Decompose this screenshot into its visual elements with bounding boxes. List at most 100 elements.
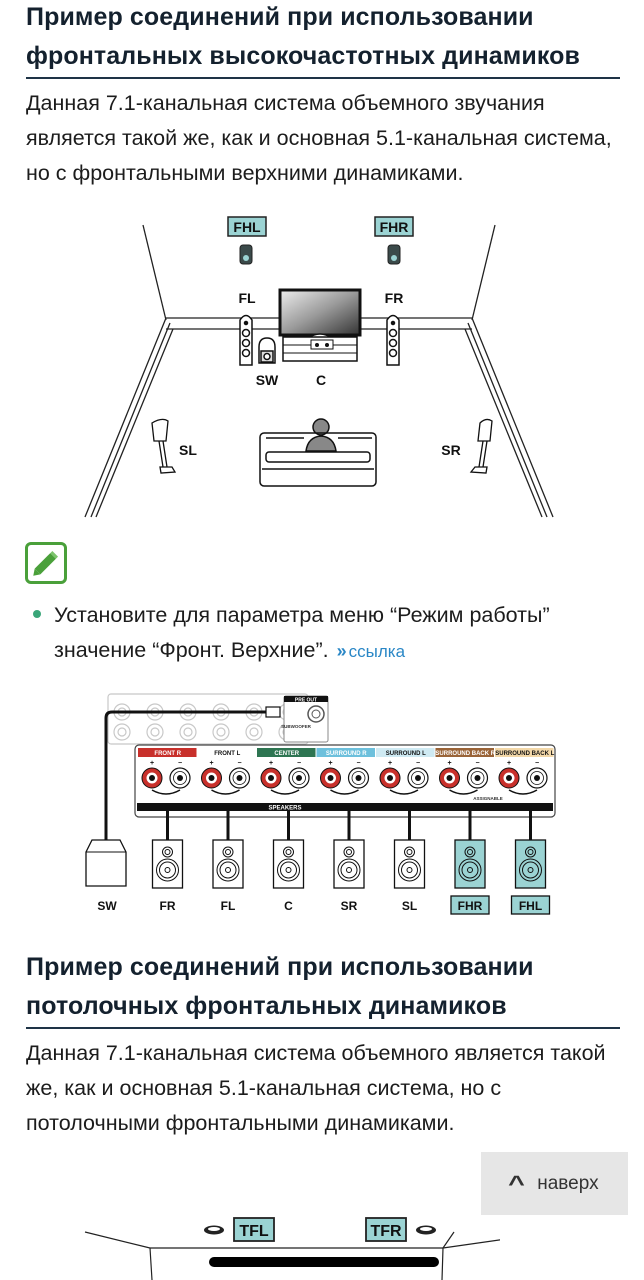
label-sr: SR [441, 442, 460, 458]
section-heading-top-front: Пример соединений при использовании пото… [26, 953, 534, 1020]
speaker-label: SR [341, 899, 358, 913]
speaker-sl: SL [393, 811, 426, 913]
plus-sign: + [269, 760, 273, 767]
terminal-label-bg [316, 748, 375, 757]
terminal-label: CENTER [274, 751, 299, 757]
wire-junction [389, 789, 419, 795]
speaker-fr: FR [151, 811, 184, 913]
ceiling-layout-diagram: TFL TFR [84, 1217, 500, 1280]
minus-sign: − [178, 760, 182, 767]
speaker-c: C [272, 811, 305, 913]
note-icon [25, 542, 67, 584]
rca-plug [265, 706, 281, 718]
heading-rule [26, 77, 620, 79]
plus-sign: + [507, 760, 511, 767]
fhl-speaker: FHL [227, 216, 267, 265]
speaker-box [151, 839, 184, 889]
plus-sign: + [209, 760, 213, 767]
label-fl: FL [238, 290, 256, 306]
connection-diagram: PRE OUTSUBWOOFERSPEAKERSASSIGNABLEFRONT … [85, 693, 556, 915]
terminal-label-bg [495, 748, 554, 757]
sl-speaker [151, 418, 177, 474]
pencil-icon [33, 550, 59, 576]
back-to-top-button[interactable]: ^ наверх [481, 1152, 628, 1215]
terminal-label-bg [376, 748, 435, 757]
chevron-up-icon: ^ [508, 1170, 526, 1196]
terminal-label: SURROUND L [386, 751, 426, 757]
wall-left [142, 224, 167, 321]
label-sw: SW [256, 372, 279, 388]
speaker-label: SL [402, 899, 417, 913]
speaker-fhl: FHL [510, 811, 551, 915]
reference-link[interactable]: »ссылка [336, 641, 406, 661]
note-text: Установите для параметра меню “Режим раб… [54, 598, 634, 669]
listener-sofa-icon [259, 418, 377, 487]
plus-sign: + [447, 760, 451, 767]
speaker-label: FL [221, 899, 236, 913]
wire-junction [211, 789, 240, 795]
minus-sign: − [475, 760, 479, 767]
wire-junction [449, 789, 478, 795]
minus-sign: − [416, 760, 420, 767]
terminal-surround-l: SURROUND L + − [376, 748, 435, 795]
terminal-label: FRONT R [154, 751, 181, 757]
fr-speaker [386, 314, 400, 366]
speaker-fhr: FHR [450, 811, 490, 915]
sr-speaker [469, 418, 493, 474]
plus-sign: + [388, 760, 392, 767]
speaker-box [272, 839, 305, 889]
label-c: C [316, 372, 326, 388]
minus-sign: − [297, 760, 301, 767]
speaker-box [333, 839, 365, 889]
speaker-sr: SR [333, 811, 365, 913]
label-fhl: FHL [233, 219, 261, 235]
label-tfl: TFL [239, 1223, 269, 1240]
subwoofer-box [85, 839, 127, 887]
wire-junction [151, 789, 181, 795]
link-label: ссылка [348, 642, 406, 661]
label-sl: SL [179, 442, 197, 458]
label-fr: FR [385, 290, 404, 306]
section-description: Данная 7.1-канальная система объемного я… [26, 1041, 606, 1135]
preout-label: PRE OUT [295, 698, 317, 704]
wire-junction [508, 789, 538, 795]
sw-speaker [258, 337, 276, 364]
fl-speaker [239, 314, 253, 366]
terminal-front-l: FRONT L+− [197, 748, 256, 795]
speaker-label: C [284, 899, 293, 913]
terminal-label-bg [138, 748, 197, 757]
speaker-fl: FL [212, 811, 244, 913]
tfl-speaker: TFL [204, 1217, 275, 1242]
terminal-center: CENTER+ − [257, 748, 316, 795]
speaker-label: SW [97, 899, 117, 913]
terminal-surround-back-l: SURROUND BACK L+− [495, 748, 555, 795]
speaker-label: FHR [458, 899, 483, 913]
speaker-label: FHL [519, 899, 542, 913]
speaker-label: FR [160, 899, 176, 913]
tv-icon [278, 288, 362, 362]
terminal-label-bg [435, 748, 494, 757]
label-fhr: FHR [380, 219, 409, 235]
minus-sign: − [237, 760, 241, 767]
label-tfr: TFR [370, 1223, 402, 1240]
plus-sign: + [328, 760, 332, 767]
speaker-box [514, 839, 547, 889]
double-chevron-right-icon: » [336, 641, 347, 661]
speaker-box [454, 839, 486, 889]
speaker-sw: SW [85, 839, 127, 913]
terminal-label-bg [197, 748, 256, 757]
note-bullet-text: Установите для параметра меню “Режим раб… [54, 603, 550, 662]
terminal-label: SURROUND BACK L [495, 751, 554, 757]
terminal-label-bg [257, 748, 316, 757]
heading-rule [26, 1027, 620, 1029]
terminal-front-r: FRONT R+− [138, 748, 197, 795]
tfr-speaker: TFR [365, 1217, 436, 1242]
wall-right [471, 224, 496, 321]
audio-input-panel [107, 693, 309, 745]
terminal-label: SURROUND R [326, 751, 367, 757]
speaker-box [212, 839, 244, 889]
terminal-label: SURROUND BACK R [435, 751, 495, 757]
subwoofer-cable [104, 710, 276, 840]
